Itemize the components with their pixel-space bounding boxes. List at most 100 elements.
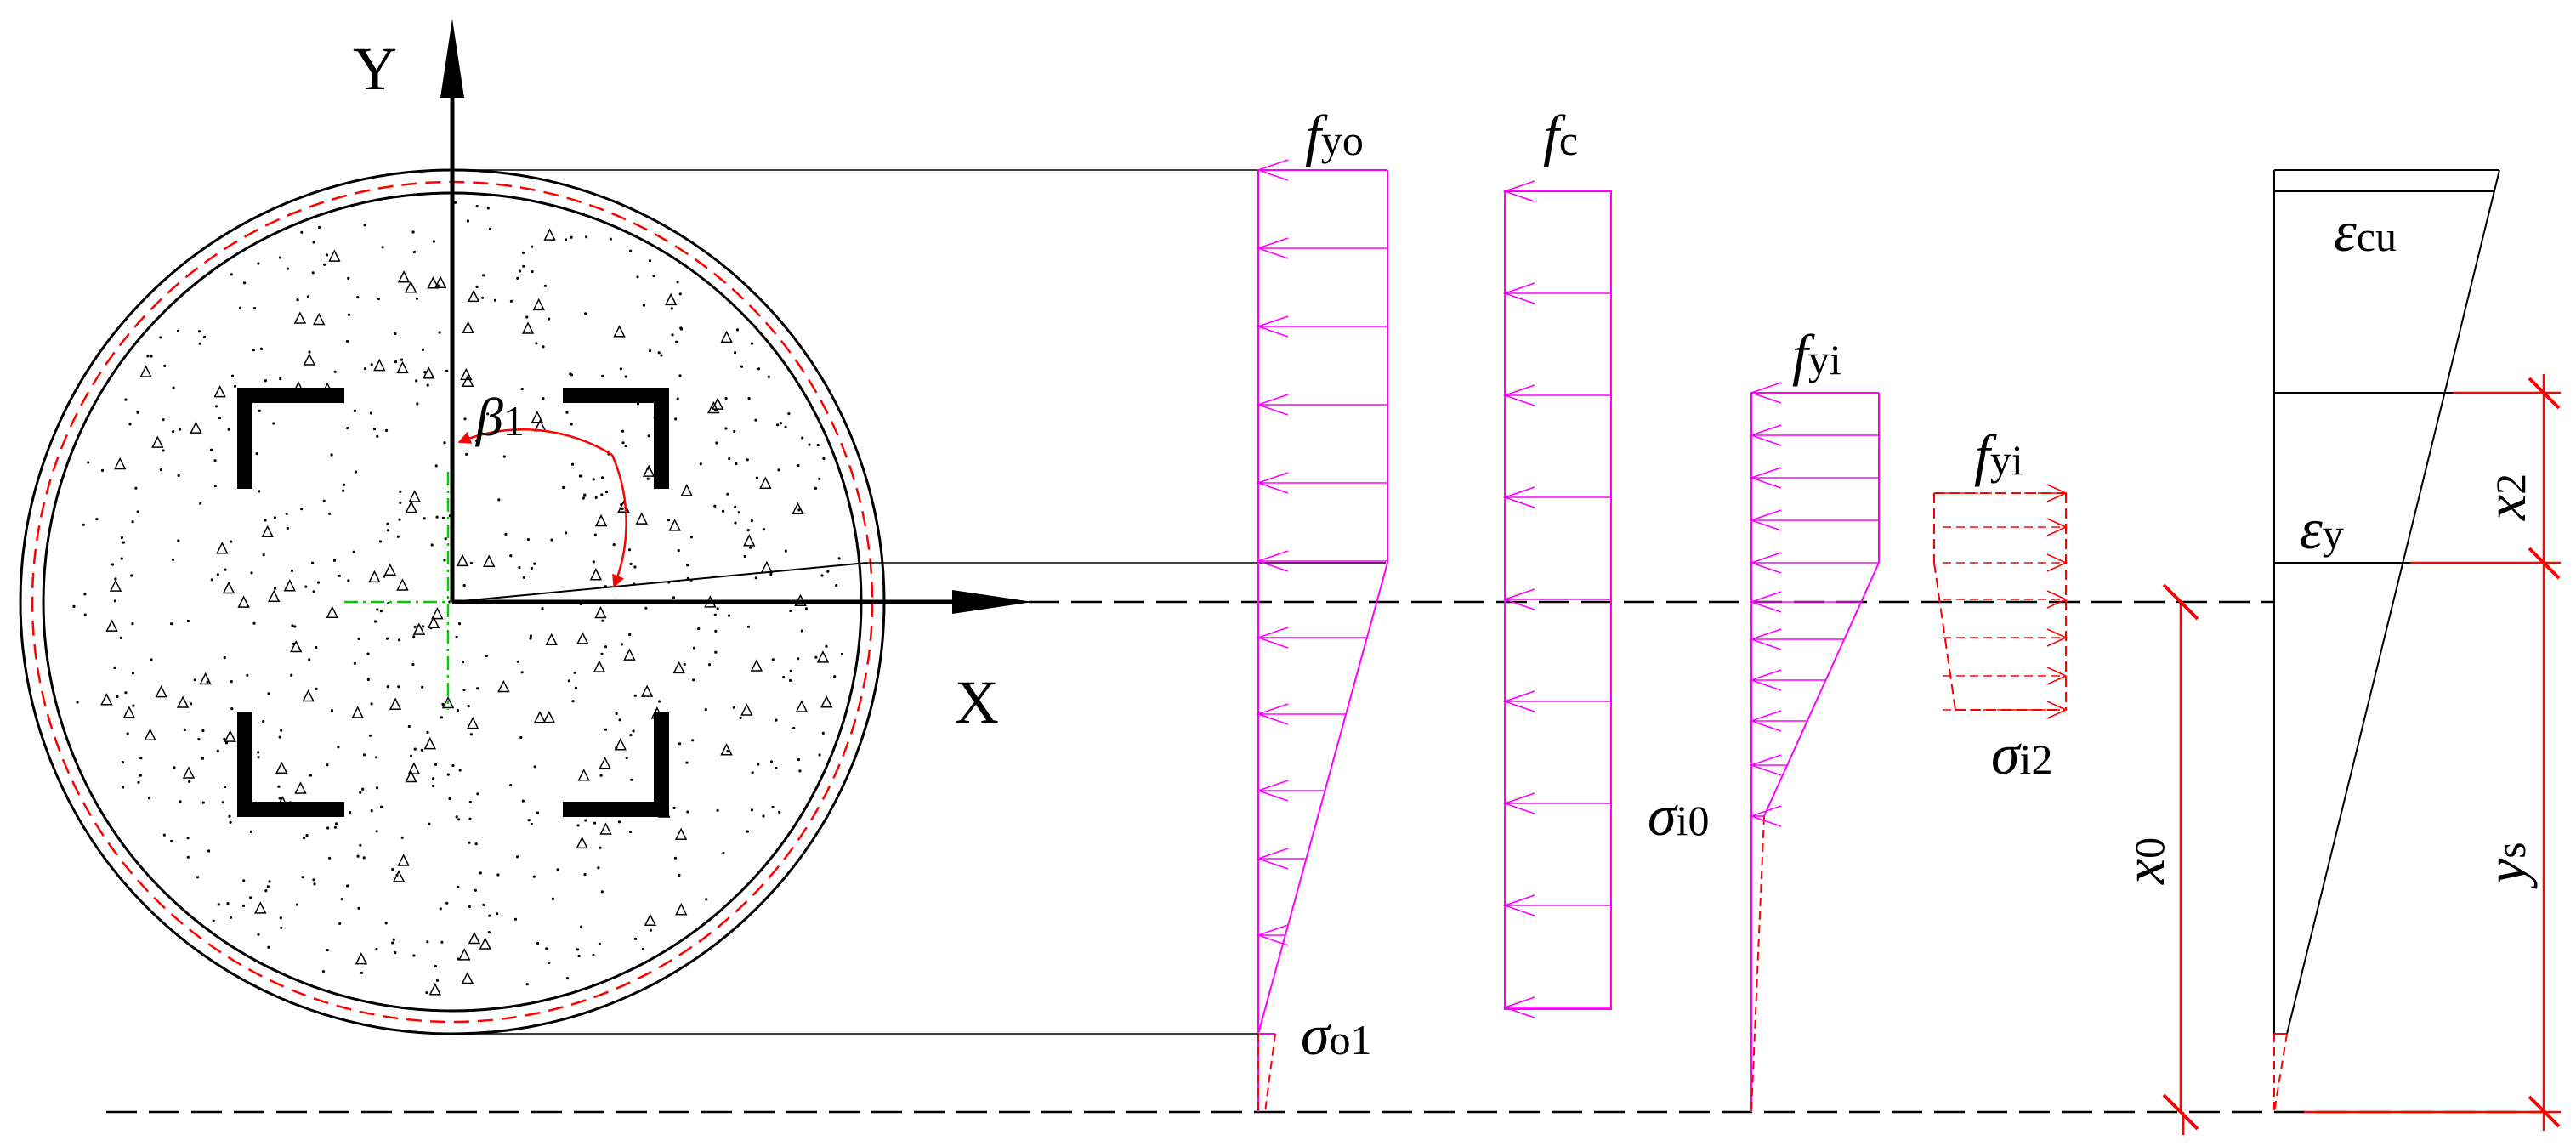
concrete-dot <box>335 822 338 825</box>
concrete-dot <box>345 339 349 343</box>
concrete-dot <box>347 313 351 316</box>
concrete-stress-arrows <box>1502 180 1611 1018</box>
concrete-dot <box>527 819 531 822</box>
concrete-dot <box>264 519 267 522</box>
concrete-dot <box>584 312 587 315</box>
concrete-dot <box>604 491 609 494</box>
concrete-dot <box>520 387 524 391</box>
tension-arrow-head <box>2046 667 2068 685</box>
concrete-dot <box>678 292 682 296</box>
concrete-dot <box>399 490 402 493</box>
concrete-dot <box>300 230 304 234</box>
concrete-dot <box>128 423 132 426</box>
concrete-dot <box>258 490 261 493</box>
concrete-dot <box>769 573 773 576</box>
aggregate-mark <box>383 563 397 576</box>
concrete-dot <box>593 533 597 536</box>
concrete-dot <box>788 678 792 683</box>
tension-top-label: fyi <box>1974 423 2023 487</box>
concrete-dot <box>363 367 367 371</box>
concrete-dot <box>474 439 479 442</box>
concrete-dot <box>513 917 518 921</box>
concrete-dot <box>392 938 395 941</box>
concrete-dot <box>121 786 125 789</box>
concrete-dot <box>150 658 153 661</box>
concrete-dot <box>775 766 778 770</box>
outer-bottom-label: σo1 <box>1301 1002 1372 1067</box>
concrete-dot <box>425 991 428 995</box>
concrete-dot <box>757 367 761 371</box>
concrete-dot <box>411 230 415 234</box>
concrete-dot <box>216 573 219 576</box>
concrete-dot <box>628 633 632 637</box>
concrete-dot <box>201 757 204 760</box>
concrete-dot <box>469 561 474 565</box>
concrete-dot <box>323 263 326 266</box>
outer-arrow-compression-head <box>1256 472 1289 494</box>
concrete-dot <box>183 728 186 732</box>
concrete-dot <box>333 825 337 829</box>
concrete-dot <box>633 694 637 697</box>
concrete-dot <box>604 728 608 731</box>
concrete-dot <box>134 486 138 490</box>
inner-top-label: fyi <box>1792 322 1841 387</box>
concrete-dot <box>625 756 628 760</box>
concrete-dot <box>173 766 176 769</box>
concrete-dot <box>435 979 440 982</box>
concrete-dot <box>692 646 696 650</box>
concrete-dot <box>421 348 425 351</box>
aggregate-mark <box>543 228 556 241</box>
concrete-dot <box>224 741 229 745</box>
concrete-dot <box>257 751 260 754</box>
concrete-dot <box>291 624 294 627</box>
concrete-dot <box>332 559 337 562</box>
tension-bottom-label: σi2 <box>1991 722 2052 786</box>
concrete-dot <box>762 814 765 818</box>
concrete-dot <box>521 799 525 803</box>
concrete-dot <box>467 705 470 708</box>
concrete-arrow-head <box>1502 894 1535 916</box>
aggregate-mark <box>100 693 113 706</box>
concrete-dot <box>286 526 289 530</box>
concrete-dot <box>279 916 282 920</box>
concrete-dot <box>190 702 193 706</box>
concrete-dot <box>423 517 426 520</box>
concrete-dot <box>567 679 571 683</box>
concrete-dot <box>743 554 746 559</box>
concrete-dot <box>476 687 479 690</box>
aggregate-mark <box>412 622 426 635</box>
concrete-dot <box>359 843 362 847</box>
concrete-dot <box>570 235 573 239</box>
concrete-dot <box>230 540 233 543</box>
concrete-dot <box>597 866 600 870</box>
concrete-dot <box>570 423 573 426</box>
concrete-dot <box>680 327 684 331</box>
concrete-dot <box>518 269 522 273</box>
concrete-dot <box>333 370 337 373</box>
concrete-dot <box>456 708 460 712</box>
outer-arrow-compression-head <box>1256 315 1289 338</box>
concrete-dot <box>262 553 265 557</box>
ecu-label: εcu <box>2334 199 2397 264</box>
concrete-dot <box>722 852 725 855</box>
concrete-texture <box>72 201 844 996</box>
concrete-dot <box>708 663 712 667</box>
aggregate-mark <box>405 769 417 783</box>
concrete-dot <box>714 629 718 633</box>
concrete-dot <box>312 241 315 244</box>
concrete-dot <box>279 377 282 381</box>
x0-label: x0 <box>2112 837 2176 885</box>
concrete-dot <box>242 879 246 882</box>
concrete-dot <box>585 235 588 239</box>
aggregate-mark <box>283 579 296 592</box>
concrete-dot <box>370 702 373 706</box>
concrete-dot <box>748 546 752 549</box>
aggregate-mark <box>392 870 406 882</box>
aggregate-mark <box>312 312 326 326</box>
concrete-dot <box>386 685 389 689</box>
concrete-dot <box>366 652 370 655</box>
concrete-dot <box>186 619 190 623</box>
aggregate-mark <box>532 298 545 311</box>
concrete-dot <box>139 774 142 777</box>
concrete-dot <box>349 811 352 814</box>
